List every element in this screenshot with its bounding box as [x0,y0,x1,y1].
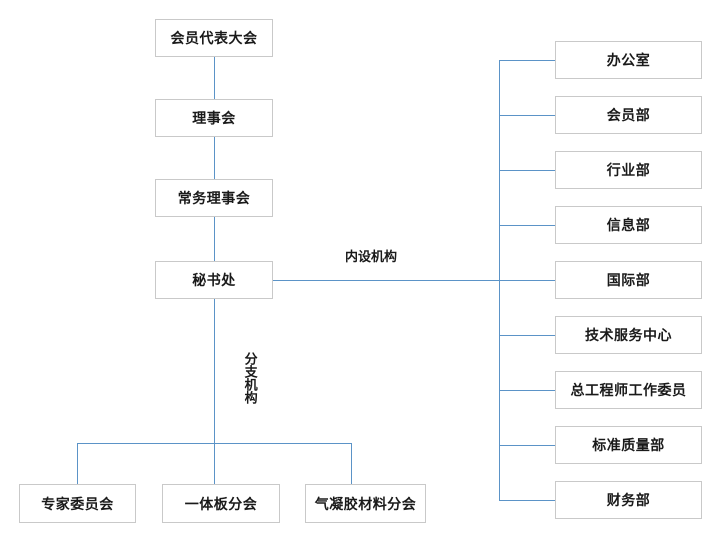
connector-internal-stub-2 [499,115,555,116]
org-node-internal-1[interactable]: 办公室 [555,41,702,79]
org-node-sub-3[interactable]: 气凝胶材料分会 [305,484,426,523]
connector-sub-stub-1 [77,443,78,484]
connector-secretariat-down [214,299,215,443]
org-node-internal-6[interactable]: 技术服务中心 [555,316,702,354]
org-node-sub-2[interactable]: 一体板分会 [162,484,280,523]
connector-internal-stub-8 [499,445,555,446]
org-node-internal-9[interactable]: 财务部 [555,481,702,519]
org-node-main-1[interactable]: 会员代表大会 [155,19,273,57]
org-node-sub-1[interactable]: 专家委员会 [19,484,136,523]
org-node-main-3[interactable]: 常务理事会 [155,179,273,217]
org-node-internal-2[interactable]: 会员部 [555,96,702,134]
connector-secretariat-to-internal [273,280,499,281]
connector-chain-3-4 [214,217,215,261]
connector-internal-stub-7 [499,390,555,391]
edge-label-internal-departments: 内设机构 [345,249,398,264]
connector-sub-stub-2 [214,443,215,484]
connector-chain-1-2 [214,57,215,99]
org-node-internal-7[interactable]: 总工程师工作委员 [555,371,702,409]
connector-internal-stub-3 [499,170,555,171]
connector-internal-stub-9 [499,500,555,501]
connector-sub-stub-3 [351,443,352,484]
connector-internal-stub-6 [499,335,555,336]
edge-label-sub-branches: 分支机构 [242,352,258,404]
connector-internal-stub-4 [499,225,555,226]
org-node-main-2[interactable]: 理事会 [155,99,273,137]
connector-internal-stub-5 [499,280,555,281]
connector-chain-2-3 [214,137,215,179]
connector-internal-stub-1 [499,60,555,61]
org-node-internal-4[interactable]: 信息部 [555,206,702,244]
org-node-internal-8[interactable]: 标准质量部 [555,426,702,464]
org-node-internal-5[interactable]: 国际部 [555,261,702,299]
org-node-internal-3[interactable]: 行业部 [555,151,702,189]
org-node-main-4[interactable]: 秘书处 [155,261,273,299]
